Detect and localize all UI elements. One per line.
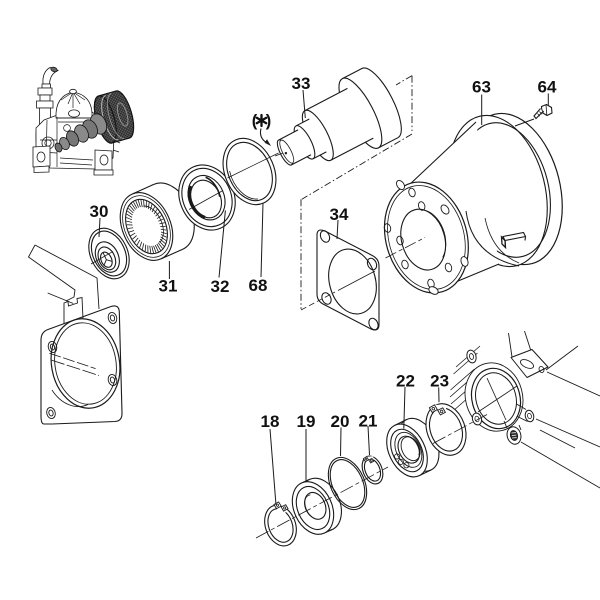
svg-text:33: 33: [292, 74, 311, 93]
svg-text:31: 31: [159, 277, 178, 296]
svg-text:30: 30: [90, 202, 109, 221]
svg-text:63: 63: [472, 78, 491, 97]
svg-text:): ): [266, 112, 272, 130]
svg-text:64: 64: [538, 78, 557, 97]
svg-text:22: 22: [396, 372, 415, 391]
svg-text:19: 19: [297, 412, 316, 431]
svg-text:21: 21: [359, 412, 378, 431]
svg-text:68: 68: [249, 276, 268, 295]
svg-text:32: 32: [211, 277, 230, 296]
svg-text:20: 20: [331, 412, 350, 431]
svg-text:23: 23: [430, 372, 449, 391]
svg-text:(: (: [252, 112, 258, 130]
svg-text:18: 18: [261, 412, 280, 431]
svg-text:34: 34: [330, 205, 349, 224]
